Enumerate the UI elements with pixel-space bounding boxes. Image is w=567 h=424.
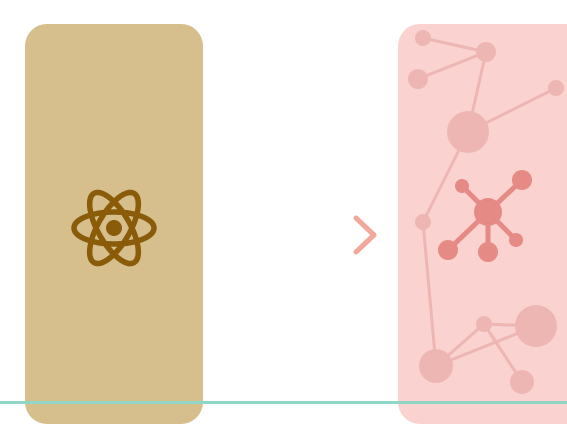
atom-icon xyxy=(71,189,157,267)
arrow-right-icon xyxy=(221,215,377,255)
molecule-icon xyxy=(438,170,532,262)
target-panel xyxy=(398,24,567,424)
bottom-divider xyxy=(0,401,567,404)
network-graph-icon xyxy=(408,30,564,394)
